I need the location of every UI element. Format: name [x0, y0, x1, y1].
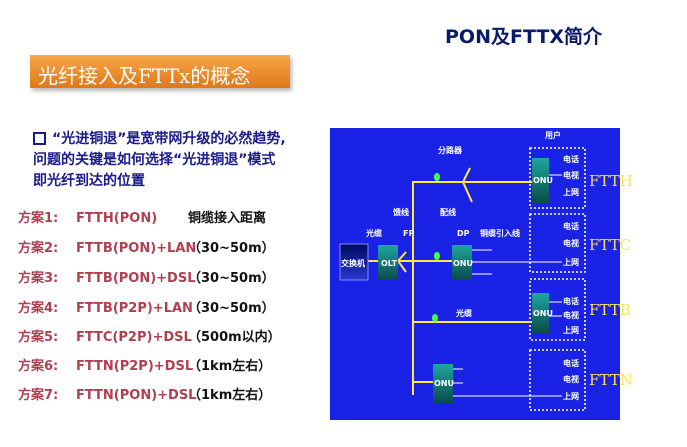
square-bullet-icon — [33, 132, 46, 145]
olt-box — [378, 245, 398, 280]
scheme-code: FTTN(P2P)+DSL — [76, 359, 194, 374]
scheme-row: 方案7: FTTN(PON)+DSL（1km左右） — [18, 384, 271, 403]
mode-ftth: FTTH — [589, 172, 633, 190]
olt-label: OLT — [381, 259, 398, 268]
fttn-user-box — [529, 349, 586, 411]
scheme-key: 方案6: — [18, 359, 59, 374]
mode-fttc: FTTC — [589, 236, 631, 254]
onu-label: ONU — [434, 379, 454, 388]
onu-label: ONU — [533, 176, 553, 185]
scheme-code: FTTH(PON) — [76, 211, 158, 226]
mode-fttb: FTTB — [589, 301, 631, 319]
fttc-user-box — [529, 213, 586, 273]
splice-dots — [432, 173, 440, 322]
bullet-line: 问题的关键是如何选择“光进铜退”模式 — [33, 152, 276, 168]
scheme-row: 方案5: FTTC(P2P)+DSL（500m以内） — [18, 326, 281, 345]
scheme-distance: （500m以内） — [188, 330, 281, 345]
onu-fttn-box — [433, 364, 453, 403]
service-label: 上网 — [563, 187, 579, 197]
scheme-distance: 铜缆接入距离 — [188, 211, 267, 226]
ftth-user-box — [529, 147, 586, 209]
scheme-key: 方案1: — [18, 211, 59, 226]
scheme-code: FTTB(PON)+DSL — [76, 271, 196, 286]
dp-label: DP — [457, 229, 470, 238]
service-label: 电视 — [563, 170, 579, 180]
scheme-code: FTTN(PON)+DSL — [76, 388, 197, 403]
scheme-row: 方案6: FTTN(P2P)+DSL（1km左右） — [18, 355, 271, 374]
section-title-banner — [30, 55, 290, 88]
service-label: 电视 — [563, 374, 579, 384]
bullet-line: 即光纤到达的位置 — [33, 173, 145, 189]
service-label: 电话 — [563, 221, 579, 231]
switch-box — [339, 243, 369, 281]
switch-label: 交换机 — [341, 258, 365, 268]
service-label: 电话 — [563, 296, 579, 306]
scheme-distance: （1km左右） — [188, 388, 272, 403]
scheme-distance: （30~50m） — [188, 301, 275, 316]
scheme-code: FTTC(P2P)+DSL — [76, 330, 192, 345]
scheme-key: 方案7: — [18, 388, 59, 403]
fttb-user-box — [529, 278, 586, 341]
fiber-label: 光缆 — [455, 308, 472, 318]
cable-label: 光缆 — [365, 228, 382, 238]
service-label: 电视 — [563, 238, 579, 248]
service-label: 上网 — [563, 257, 579, 267]
mode-fttn: FTTN — [589, 371, 633, 389]
service-label: 上网 — [563, 325, 579, 335]
scheme-code: FTTB(P2P)+LAN — [76, 301, 193, 316]
scheme-row: 方案3: FTTB(PON)+DSL（30~50m） — [18, 267, 275, 286]
scheme-key: 方案2: — [18, 241, 59, 256]
scheme-row: 方案1: FTTH(PON) 铜缆接入距离 — [18, 207, 266, 226]
scheme-row: 方案4: FTTB(P2P)+LAN（30~50m） — [18, 297, 275, 316]
onu-fttb-box — [532, 293, 549, 333]
fp-label: FP — [403, 229, 414, 238]
splitter-label: 分路器 — [438, 145, 463, 155]
scheme-distance: （1km左右） — [188, 359, 272, 374]
section-title: 光纤接入及FTTx的概念 — [38, 64, 251, 88]
onu-ftth-box — [532, 158, 549, 203]
distribution-label: 配线 — [440, 207, 456, 217]
user-label: 用户 — [544, 130, 561, 140]
service-label: 电视 — [563, 310, 579, 320]
feeder-label: 馈线 — [392, 207, 409, 217]
onu-label: ONU — [453, 259, 473, 268]
scheme-key: 方案3: — [18, 271, 59, 286]
scheme-distance: （30~50m） — [188, 271, 275, 286]
copper-drop-label: 铜缆引入线 — [480, 228, 520, 238]
scheme-key: 方案4: — [18, 301, 59, 316]
slide-title: PON及FTTX简介 — [445, 26, 602, 48]
scheme-key: 方案5: — [18, 330, 59, 345]
onu-dp-box — [452, 245, 472, 280]
onu-label: ONU — [533, 309, 553, 318]
service-label: 上网 — [563, 391, 579, 401]
service-label: 电话 — [563, 154, 579, 164]
bullet-line: “光进铜退”是宽带网升级的必然趋势, — [52, 131, 286, 147]
scheme-code: FTTB(PON)+LAN — [76, 241, 197, 256]
scheme-distance: （30~50m） — [188, 241, 275, 256]
service-label: 电话 — [563, 358, 579, 368]
scheme-row: 方案2: FTTB(PON)+LAN（30~50m） — [18, 237, 275, 256]
